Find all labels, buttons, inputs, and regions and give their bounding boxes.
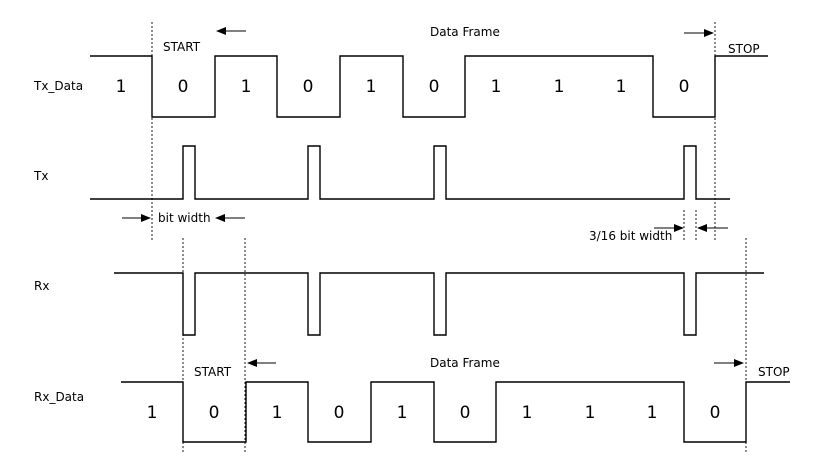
tx-data-frame-label: Data Frame [430,25,500,39]
rx-bit: 1 [647,403,658,423]
tx-bit: 0 [679,77,690,97]
rx-data-bits: 1 0 1 0 1 0 1 1 1 0 [147,403,721,423]
tx-bit: 1 [616,77,627,97]
rx-bit: 1 [147,403,158,423]
tx-data-waveform [90,55,768,118]
tx-bit: 1 [554,77,565,97]
rx-bit: 1 [522,403,533,423]
signal-label-rx-data: Rx_Data [34,390,84,404]
tx-start-label: START [163,40,201,54]
pulse-width-dimension [654,210,728,240]
tx-bit: 0 [303,77,314,97]
rx-data-waveform [121,381,790,443]
rx-bit: 1 [272,403,283,423]
signal-label-tx: Tx [33,169,48,183]
rx-stop-label: STOP [758,365,790,379]
rx-bit: 0 [334,403,345,423]
rx-frame-end-arrow [714,359,744,367]
tx-bit: 0 [178,77,189,97]
signal-label-rx: Rx [34,279,49,293]
rx-bit: 0 [460,403,471,423]
rx-bit: 0 [710,403,721,423]
tx-bit: 1 [241,77,252,97]
tx-frame-end-arrow [684,29,714,37]
bit-width-dimension [122,214,245,222]
signal-label-tx-data: Tx_Data [33,79,83,93]
rx-start-label: START [194,365,232,379]
pulse-width-label: 3/16 bit width [589,229,672,243]
rx-bit: 0 [209,403,220,423]
tx-waveform [90,145,730,200]
tx-data-bits: 1 0 1 0 1 0 1 1 1 0 [116,77,690,97]
tx-frame-start-arrow [216,27,246,35]
rx-bit: 1 [585,403,596,423]
tx-bit: 0 [429,77,440,97]
rx-data-frame-label: Data Frame [430,356,500,370]
tx-stop-label: STOP [728,42,760,56]
tx-bit: 1 [491,77,502,97]
bit-width-label: bit width [158,211,211,225]
rx-bit: 1 [397,403,408,423]
tx-bit: 1 [116,77,127,97]
rx-waveform [114,272,764,336]
tx-bit: 1 [366,77,377,97]
rx-frame-start-arrow [247,359,276,367]
